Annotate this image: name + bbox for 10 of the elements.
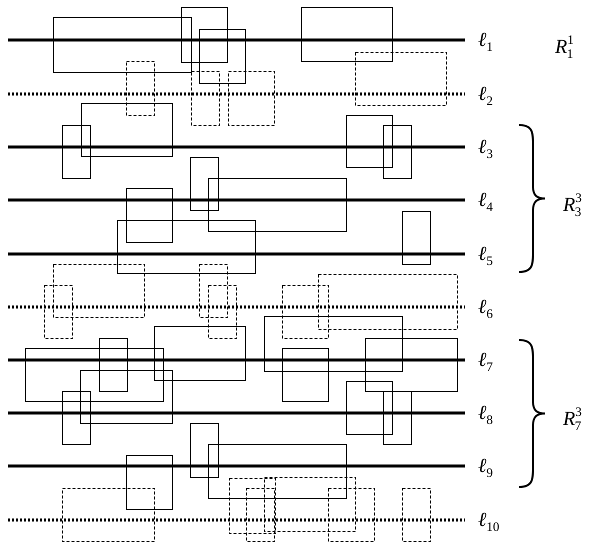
line-label: ℓ$_{4}$: [478, 190, 493, 216]
line-label: ℓ$_{5}$: [478, 244, 493, 270]
line-label: ℓ$_{7}$: [478, 350, 493, 376]
line-label: ℓ$_{10}$: [478, 510, 500, 536]
line-label: ℓ$_{8}$: [478, 403, 493, 429]
line-label: ℓ$_{2}$: [478, 84, 493, 110]
line-label: ℓ$_{6}$: [478, 297, 493, 323]
line-label: ℓ$_{1}$: [478, 30, 493, 56]
line-label: ℓ$_{3}$: [478, 137, 493, 163]
line-label: ℓ$_{9}$: [478, 456, 493, 482]
